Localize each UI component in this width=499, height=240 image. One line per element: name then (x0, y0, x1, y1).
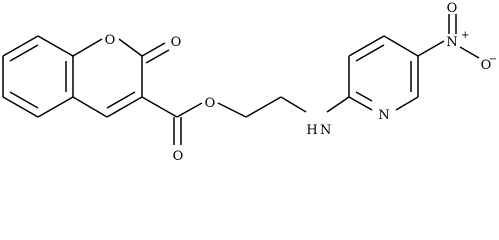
pyranone-ring (72, 38, 170, 118)
molecule-drawing: O O O O H N N N + O O − (2, 1, 497, 164)
ring-oxygen-label: O (105, 33, 116, 48)
nitro-nitrogen-label: N (446, 35, 457, 50)
pyridine-ring (348, 35, 419, 111)
nitro-oxygen-top-label: O (447, 1, 458, 16)
structure-diagram: O O O O H N N N + O O − (2, 1, 497, 164)
nitro-oxygen-right-label: O (481, 58, 492, 73)
nitro-oxygen-charge: − (489, 54, 497, 65)
ester-carbonyl-oxygen-label: O (173, 149, 184, 164)
ethylene-linker (217, 96, 307, 118)
ester-oxygen-label: O (205, 96, 216, 111)
lactone-carbonyl-oxygen-label: O (171, 35, 182, 50)
nitro-nitrogen-charge: + (461, 30, 469, 41)
amine-link (326, 96, 350, 113)
benzene-ring (2, 35, 74, 118)
ester-group (141, 96, 203, 145)
nitro-group (417, 14, 480, 59)
amine-nitrogen-label: N (320, 123, 331, 138)
pyridine-nitrogen-label: N (378, 108, 389, 123)
amine-hydrogen-label: H (306, 123, 317, 138)
